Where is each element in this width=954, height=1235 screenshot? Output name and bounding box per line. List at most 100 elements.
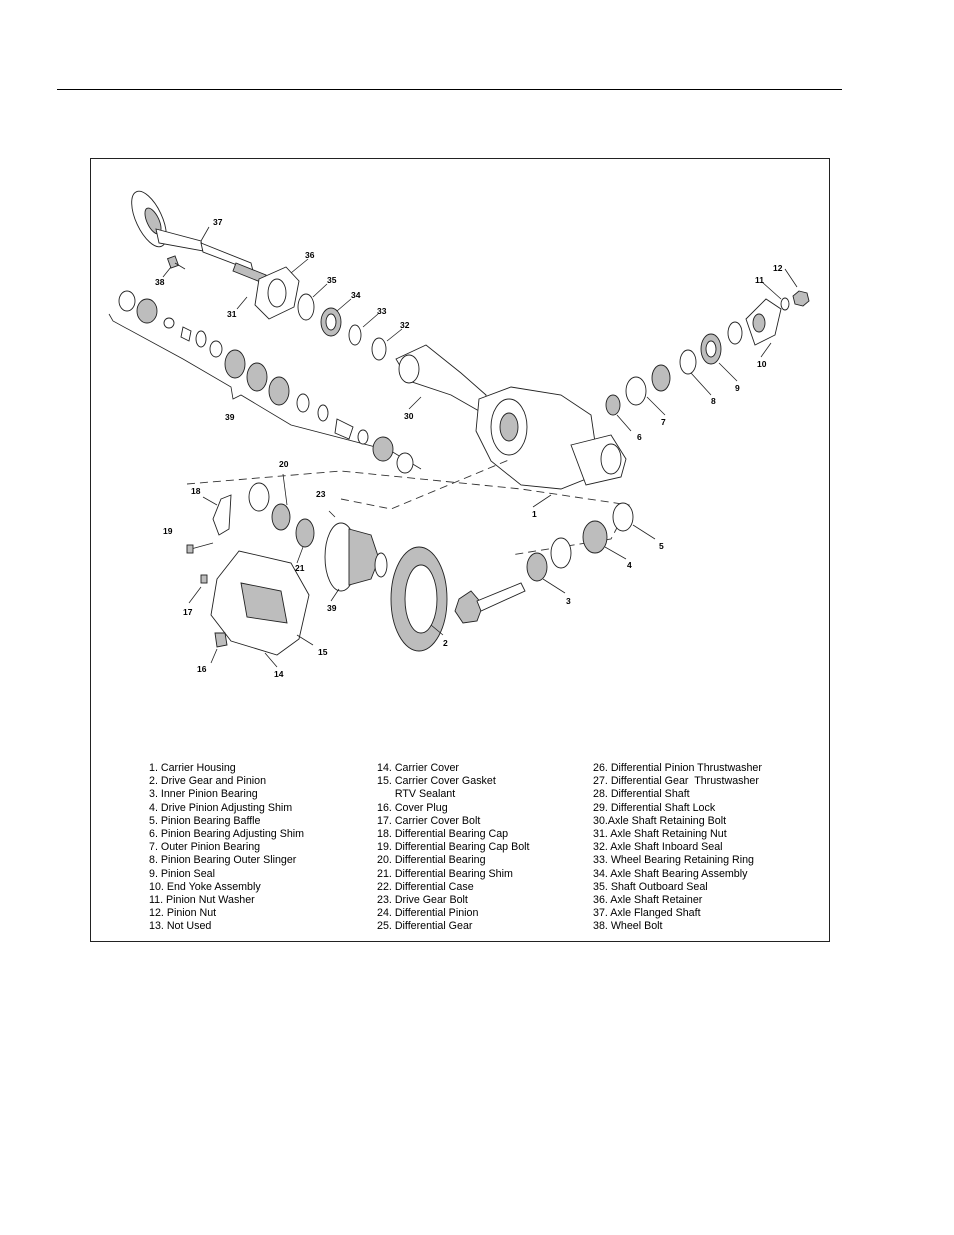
callout-number: 17 <box>183 607 193 617</box>
callout-number: 15 <box>318 647 328 657</box>
legend-item: 8. Pinion Bearing Outer Slinger <box>149 854 297 867</box>
callout-number: 33 <box>377 306 387 316</box>
differential-bearing-shim <box>295 518 315 548</box>
callout-number: 1 <box>532 509 537 519</box>
legend-item: 18. Differential Bearing Cap <box>377 828 509 841</box>
callout-number: 36 <box>305 250 315 260</box>
differential-case <box>324 522 388 592</box>
legend-item: 23. Drive Gear Bolt <box>377 894 468 907</box>
legend-item: 5. Pinion Bearing Baffle <box>149 814 261 827</box>
pinion-nut-washer <box>780 297 790 311</box>
drive-gear-bolt <box>328 510 336 518</box>
leader-lines <box>162 226 798 668</box>
legend-item: 19. Differential Bearing Cap Bolt <box>377 841 530 854</box>
legend-item: 24. Differential Pinion <box>377 907 479 920</box>
differential-internals-group <box>108 290 422 474</box>
differential-bearing-cup <box>248 482 270 512</box>
callout-number: 23 <box>316 489 326 499</box>
axle-shaft-retainer <box>254 266 300 320</box>
callout-number: 20 <box>279 459 289 469</box>
callout-number: 11 <box>755 275 764 285</box>
callout-number: 32 <box>400 320 410 330</box>
legend-item: 32. Axle Shaft Inboard Seal <box>593 841 723 854</box>
legend-column-3: 26. Differential Pinion Thrustwasher 27.… <box>593 762 762 934</box>
axle-tube <box>395 344 487 416</box>
callout-number: 39 <box>225 412 235 422</box>
legend-item: 7. Outer Pinion Bearing <box>149 841 261 854</box>
callout-number: 10 <box>757 359 767 369</box>
callout-number: 18 <box>191 486 201 496</box>
callout-number: 31 <box>227 309 237 319</box>
carrier-housing <box>475 386 627 490</box>
callout-number: 16 <box>197 664 207 674</box>
drive-pinion <box>454 582 526 624</box>
differential-bearing <box>271 503 291 531</box>
legend-item: 26. Differential Pinion Thrustwasher <box>593 762 762 774</box>
legend-item: 6. Pinion Bearing Adjusting Shim <box>149 828 305 841</box>
legend-item: 10. End Yoke Assembly <box>149 880 261 893</box>
axle-shaft-inboard-seal <box>371 337 387 361</box>
callout-number: 35 <box>327 275 337 285</box>
inner-pinion-bearing <box>526 552 548 582</box>
legend-item: 2. Drive Gear and Pinion <box>149 775 267 788</box>
cover-plug <box>214 632 228 648</box>
callout-number: 7 <box>661 417 666 427</box>
legend-item: 33. Wheel Bearing Retaining Ring <box>593 854 755 867</box>
legend-item: 16. Cover Plug <box>377 801 448 814</box>
callout-number: 34 <box>351 290 361 300</box>
pinion-nut <box>792 290 810 307</box>
legend-item: 21. Differential Bearing Shim <box>377 867 513 880</box>
callout-number: 19 <box>163 526 173 536</box>
callout-number: 14 <box>274 669 284 679</box>
callout-number: 37 <box>213 217 223 227</box>
callout-number: 2 <box>443 638 448 648</box>
callout-number: 12 <box>773 263 783 273</box>
callout-number: 4 <box>627 560 632 570</box>
carrier-cover <box>210 550 310 656</box>
figure-frame: 37 38 36 35 34 31 33 32 30 39 12 11 10 9… <box>90 158 830 942</box>
drive-gear <box>390 546 448 652</box>
legend-item: 1. Carrier Housing <box>149 762 236 774</box>
callout-number: 8 <box>711 396 716 406</box>
legend-column-2: 14. Carrier Cover 15. Carrier Cover Gask… <box>377 762 530 934</box>
callout-number: 5 <box>659 541 664 551</box>
legend-item: 34. Axle Shaft Bearing Assembly <box>593 867 748 880</box>
callout-number: 21 <box>295 563 305 573</box>
legend-item: 30.Axle Shaft Retaining Bolt <box>593 814 727 827</box>
carrier-cover-bolt <box>200 574 208 584</box>
legend-item: 35. Shaft Outboard Seal <box>593 880 708 893</box>
end-yoke-assembly <box>727 298 782 346</box>
axle-flanged-shaft <box>131 190 267 284</box>
callout-number: 30 <box>404 411 414 421</box>
legend-item: 25. Differential Gear <box>377 920 473 933</box>
pinion-bearing-adjusting-shim <box>605 394 621 416</box>
header-rule <box>57 89 842 90</box>
pinion-bearing-outer-slinger <box>679 349 697 375</box>
callout-number: 9 <box>735 383 740 393</box>
legend-item: 22. Differential Case <box>377 880 474 893</box>
legend-item: 28. Differential Shaft <box>593 788 690 801</box>
legend-item: 27. Differential Gear Thrustwasher <box>593 775 759 788</box>
outer-pinion-bearing-cup <box>625 376 647 406</box>
inner-pinion-bearing-cup <box>550 537 572 569</box>
outer-pinion-bearing <box>651 364 671 392</box>
legend-item: 20. Differential Bearing <box>377 854 486 867</box>
callout-number: 3 <box>566 596 571 606</box>
legend-item: 11. Pinion Nut Washer <box>149 894 255 907</box>
callout-number: 6 <box>637 432 642 442</box>
exploded-axle-diagram: 37 38 36 35 34 31 33 32 30 39 12 11 10 9… <box>108 190 810 679</box>
legend-column-1: 1. Carrier Housing 2. Drive Gear and Pin… <box>149 762 304 934</box>
legend-item: 9. Pinion Seal <box>149 867 215 880</box>
pinion-bearing-baffle <box>612 502 634 532</box>
wheel-bolt <box>166 255 186 270</box>
legend-item: 36. Axle Shaft Retainer <box>593 894 703 907</box>
wheel-bearing-retaining-ring <box>348 324 362 346</box>
legend-item: 38. Wheel Bolt <box>593 920 663 933</box>
drive-pinion-adjusting-shim <box>582 520 608 554</box>
legend-item: 37. Axle Flanged Shaft <box>593 907 701 920</box>
legend-item: 17. Carrier Cover Bolt <box>377 814 481 827</box>
legend-item: 31. Axle Shaft Retaining Nut <box>593 828 727 841</box>
callout-number: 38 <box>155 277 165 287</box>
differential-bearing-cap <box>186 494 232 554</box>
legend-item: 15. Carrier Cover Gasket <box>377 775 496 788</box>
